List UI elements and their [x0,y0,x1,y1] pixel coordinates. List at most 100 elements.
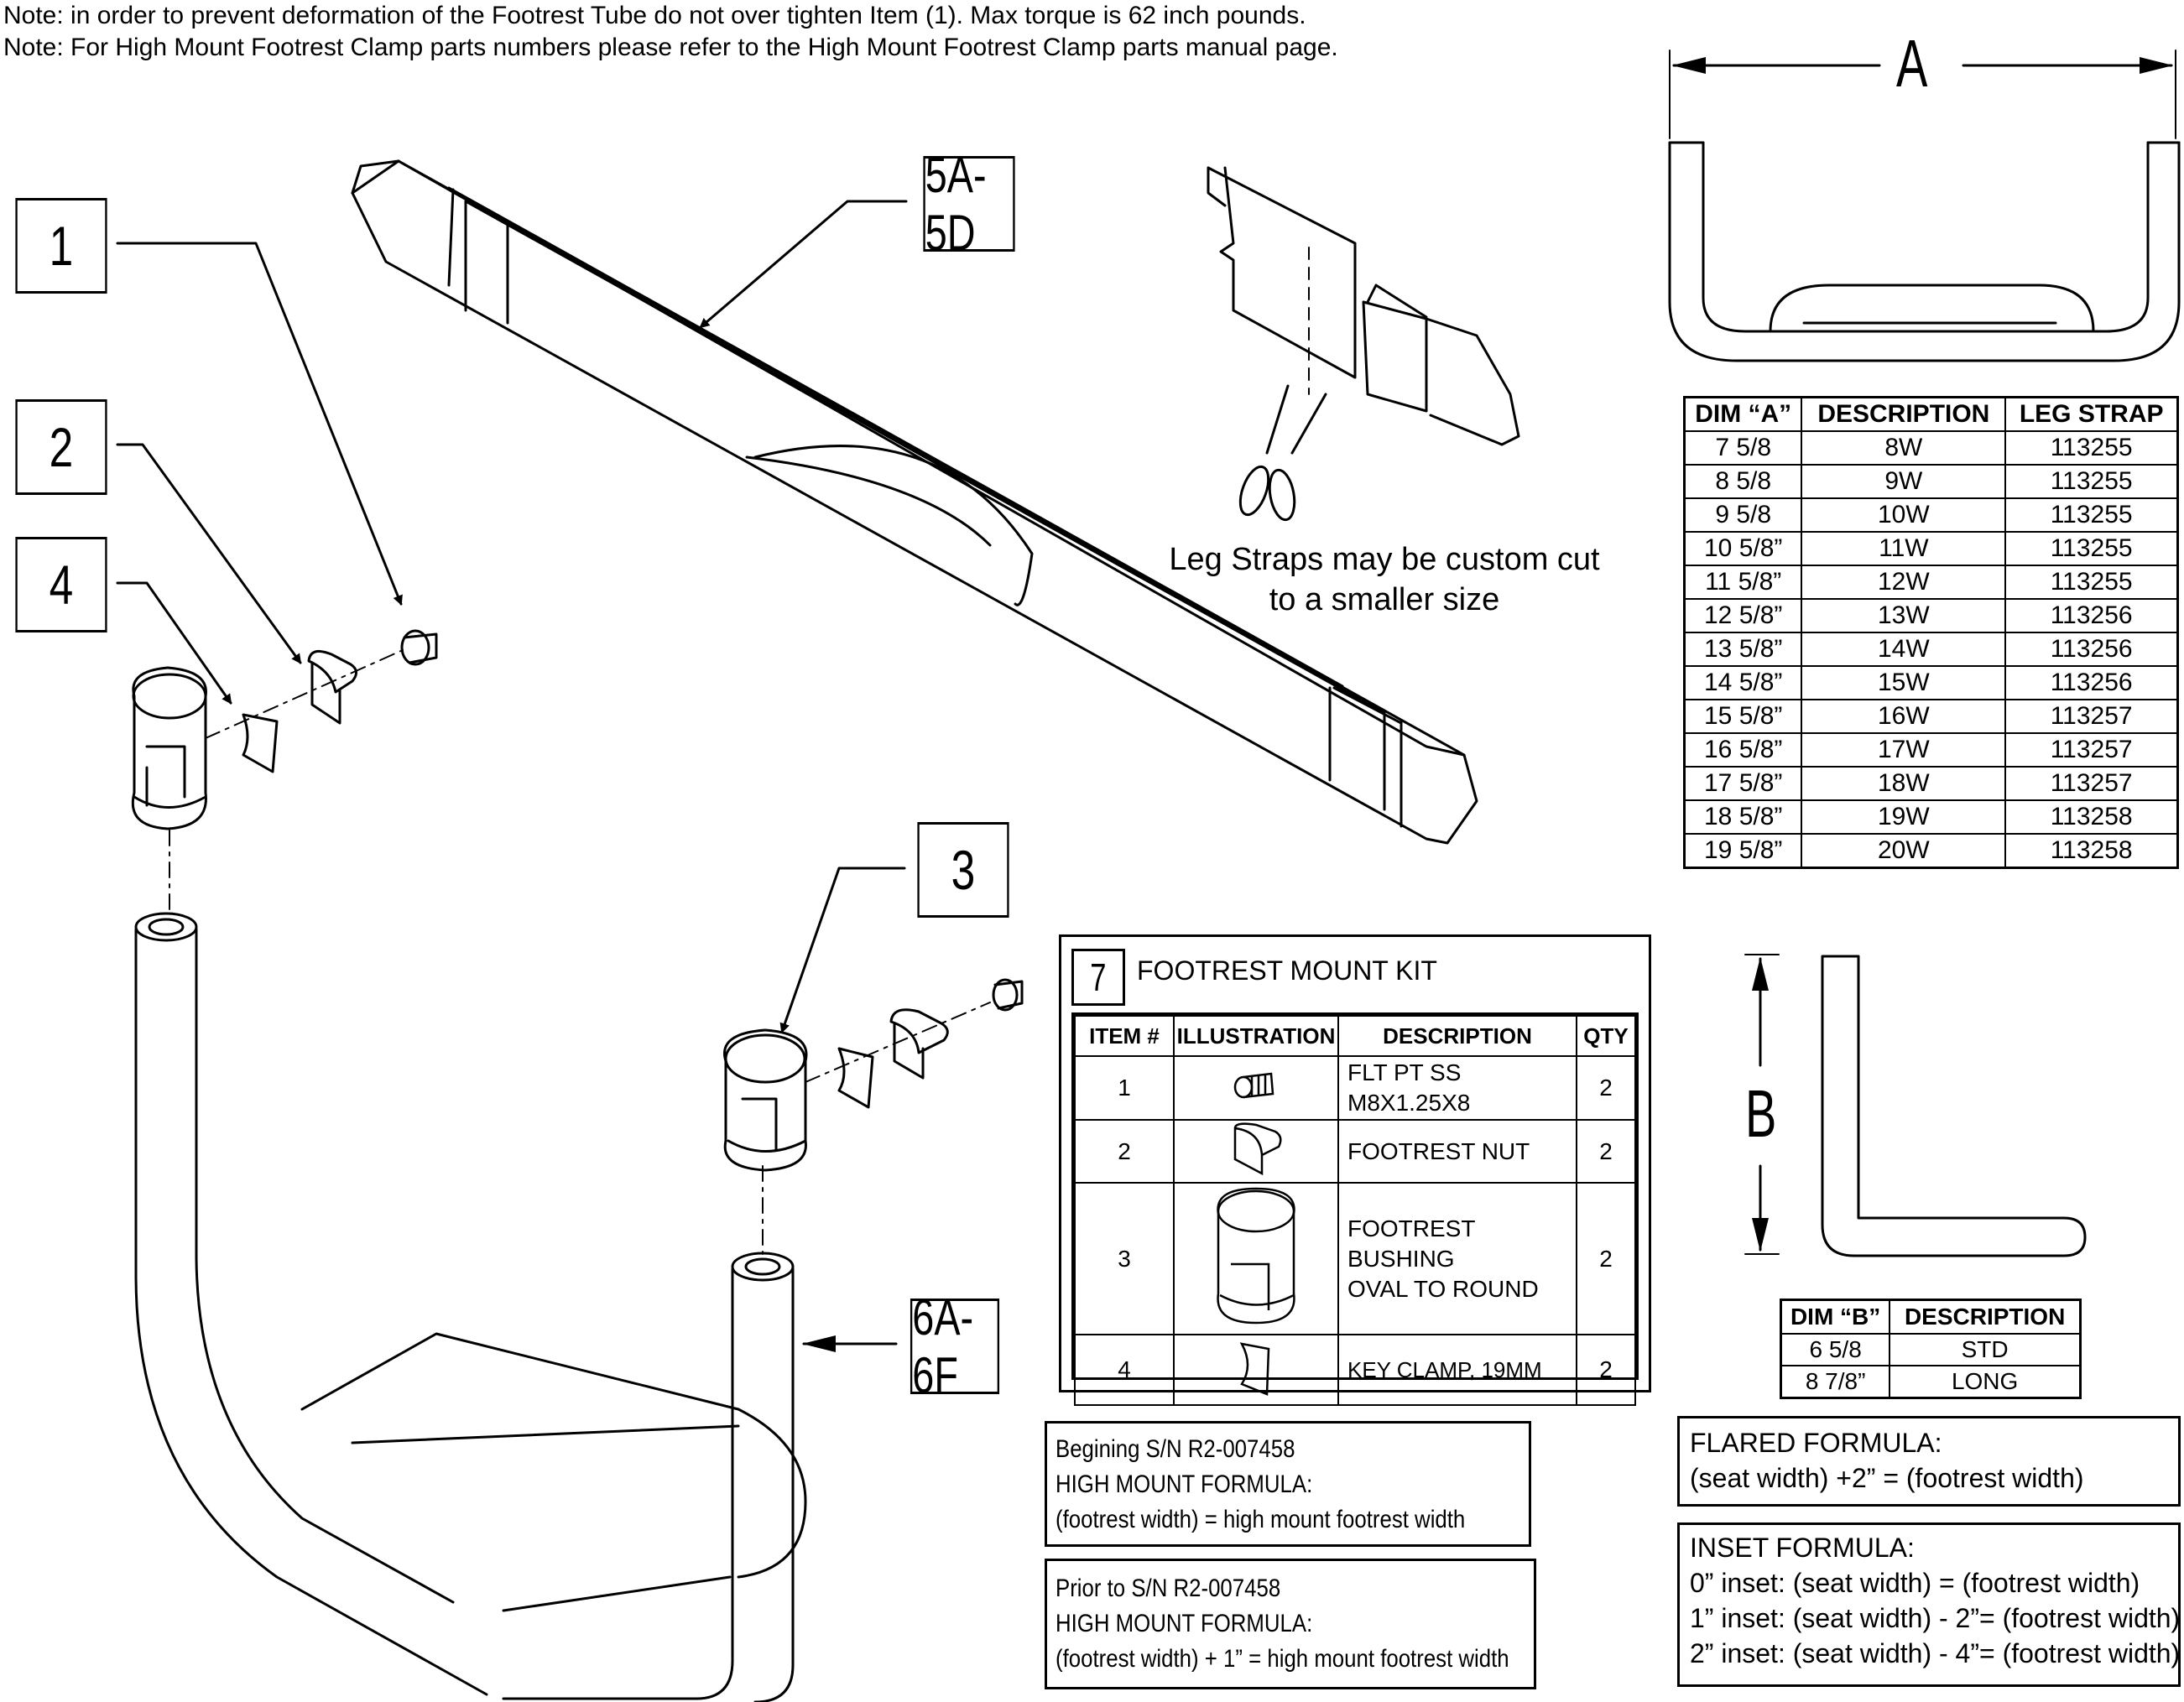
table-cell: 19W [1801,799,2007,835]
leader-4 [116,581,232,705]
high-mount-old-box: Prior to S/N R2-007458 HIGH MOUNT FORMUL… [1045,1559,1536,1689]
table-cell: 12 5/8” [1683,598,1803,633]
table-cell: 20W [1801,833,2007,869]
set-screw-icon [1233,1072,1274,1098]
item-header: ITEM # [1074,1015,1175,1057]
kit-row: 2 FOOTREST NUT 2 [1074,1119,1636,1184]
footrest-nut-icon [1233,1122,1282,1176]
table-cell: 8W [1801,430,2007,466]
table-cell: 113258 [2004,833,2179,869]
left-hardware [132,629,438,915]
dim-a-header: DIM “A” [1683,396,1803,432]
footrest-tube [134,912,807,1702]
kit-description-header: DESCRIPTION [1337,1015,1577,1057]
right-hardware [723,978,1024,1172]
leg-strap-detail [1207,166,1520,522]
high-mount-note: Note: For High Mount Footrest Clamp part… [3,34,1338,61]
leader-3 [779,867,906,1033]
table-cell: 12W [1801,565,2007,600]
table-cell: 15W [1801,665,2007,700]
table-cell: 113255 [2004,565,2179,600]
callout-2: 2 [15,399,107,495]
dim-b-header: DIM “B” [1780,1299,1891,1335]
dim-b-label: B [1745,1075,1777,1153]
high-mount-new-box: Begining S/N R2-007458 HIGH MOUNT FORMUL… [1045,1421,1531,1547]
table-cell: 113256 [2004,665,2179,700]
footrest-mount-kit: 7 FOOTREST MOUNT KIT ITEM # ILLUSTRATION… [1059,934,1651,1406]
footrest-plate [351,159,1478,845]
table-cell: 113257 [2004,699,2179,734]
key-clamp-icon [1239,1341,1270,1396]
flared-formula-box: FLARED FORMULA: (seat width) +2” = (foot… [1677,1416,2181,1507]
table-cell: 14W [1801,632,2007,667]
dim-a-label: A [1896,26,1928,101]
callout-5a-5d: 5A-5D [923,147,1015,261]
table-cell: 18W [1801,766,2007,801]
table-cell: 15 5/8” [1683,699,1803,734]
qty-header: QTY [1576,1015,1636,1057]
table-cell: 11 5/8” [1683,565,1803,600]
leg-strap-note: Leg Straps may be custom cut to a smalle… [1169,542,1600,617]
table-cell: 113255 [2004,430,2179,466]
table-cell: 8 7/8” [1780,1365,1891,1399]
table-cell: 10 5/8” [1683,531,1803,566]
table-cell: 17W [1801,732,2007,768]
table-cell: 13W [1801,598,2007,633]
torque-note: Note: in order to prevent deformation of… [3,2,1306,29]
callout-6a-6f: 6A-6F [910,1289,1000,1403]
table-cell: 113256 [2004,632,2179,667]
table-cell: 113255 [2004,464,2179,499]
leader-5a [699,200,908,329]
dim-b-description-header: DESCRIPTION [1889,1299,2082,1335]
table-cell: 11W [1801,531,2007,566]
table-cell: 9W [1801,464,2007,499]
table-cell: 16 5/8” [1683,732,1803,768]
table-cell: 8 5/8 [1683,464,1803,499]
kit-row: 4 KEY CLAMP, 19MM 2 [1074,1334,1636,1406]
leader-2 [116,443,302,664]
description-header: DESCRIPTION [1801,396,2007,432]
table-cell: 113257 [2004,766,2179,801]
table-cell: 113258 [2004,799,2179,835]
leg-strap-header: LEG STRAP [2004,396,2179,432]
table-cell: 18 5/8” [1683,799,1803,835]
table-cell: 113257 [2004,732,2179,768]
callout-1: 1 [15,198,107,294]
kit-title: FOOTREST MOUNT KIT [1137,955,1437,986]
callout-4: 4 [15,537,107,632]
table-row: 8 7/8”LONG [1780,1365,2082,1399]
table-cell: 17 5/8” [1683,766,1803,801]
table-cell: 14 5/8” [1683,665,1803,700]
table-cell: 7 5/8 [1683,430,1803,466]
table-cell: 19 5/8” [1683,833,1803,869]
table-cell: 6 5/8 [1780,1333,1891,1366]
leader-1 [116,242,403,606]
table-cell: 9 5/8 [1683,497,1803,533]
table-cell: LONG [1889,1365,2082,1399]
table-cell: 10W [1801,497,2007,533]
inset-formula-box: INSET FORMULA: 0” inset: (seat width) = … [1677,1522,2181,1687]
illustration-header: ILLUSTRATION [1173,1015,1339,1057]
table-cell: 113255 [2004,497,2179,533]
dim-a-view [1668,49,2181,362]
table-cell: 16W [1801,699,2007,734]
